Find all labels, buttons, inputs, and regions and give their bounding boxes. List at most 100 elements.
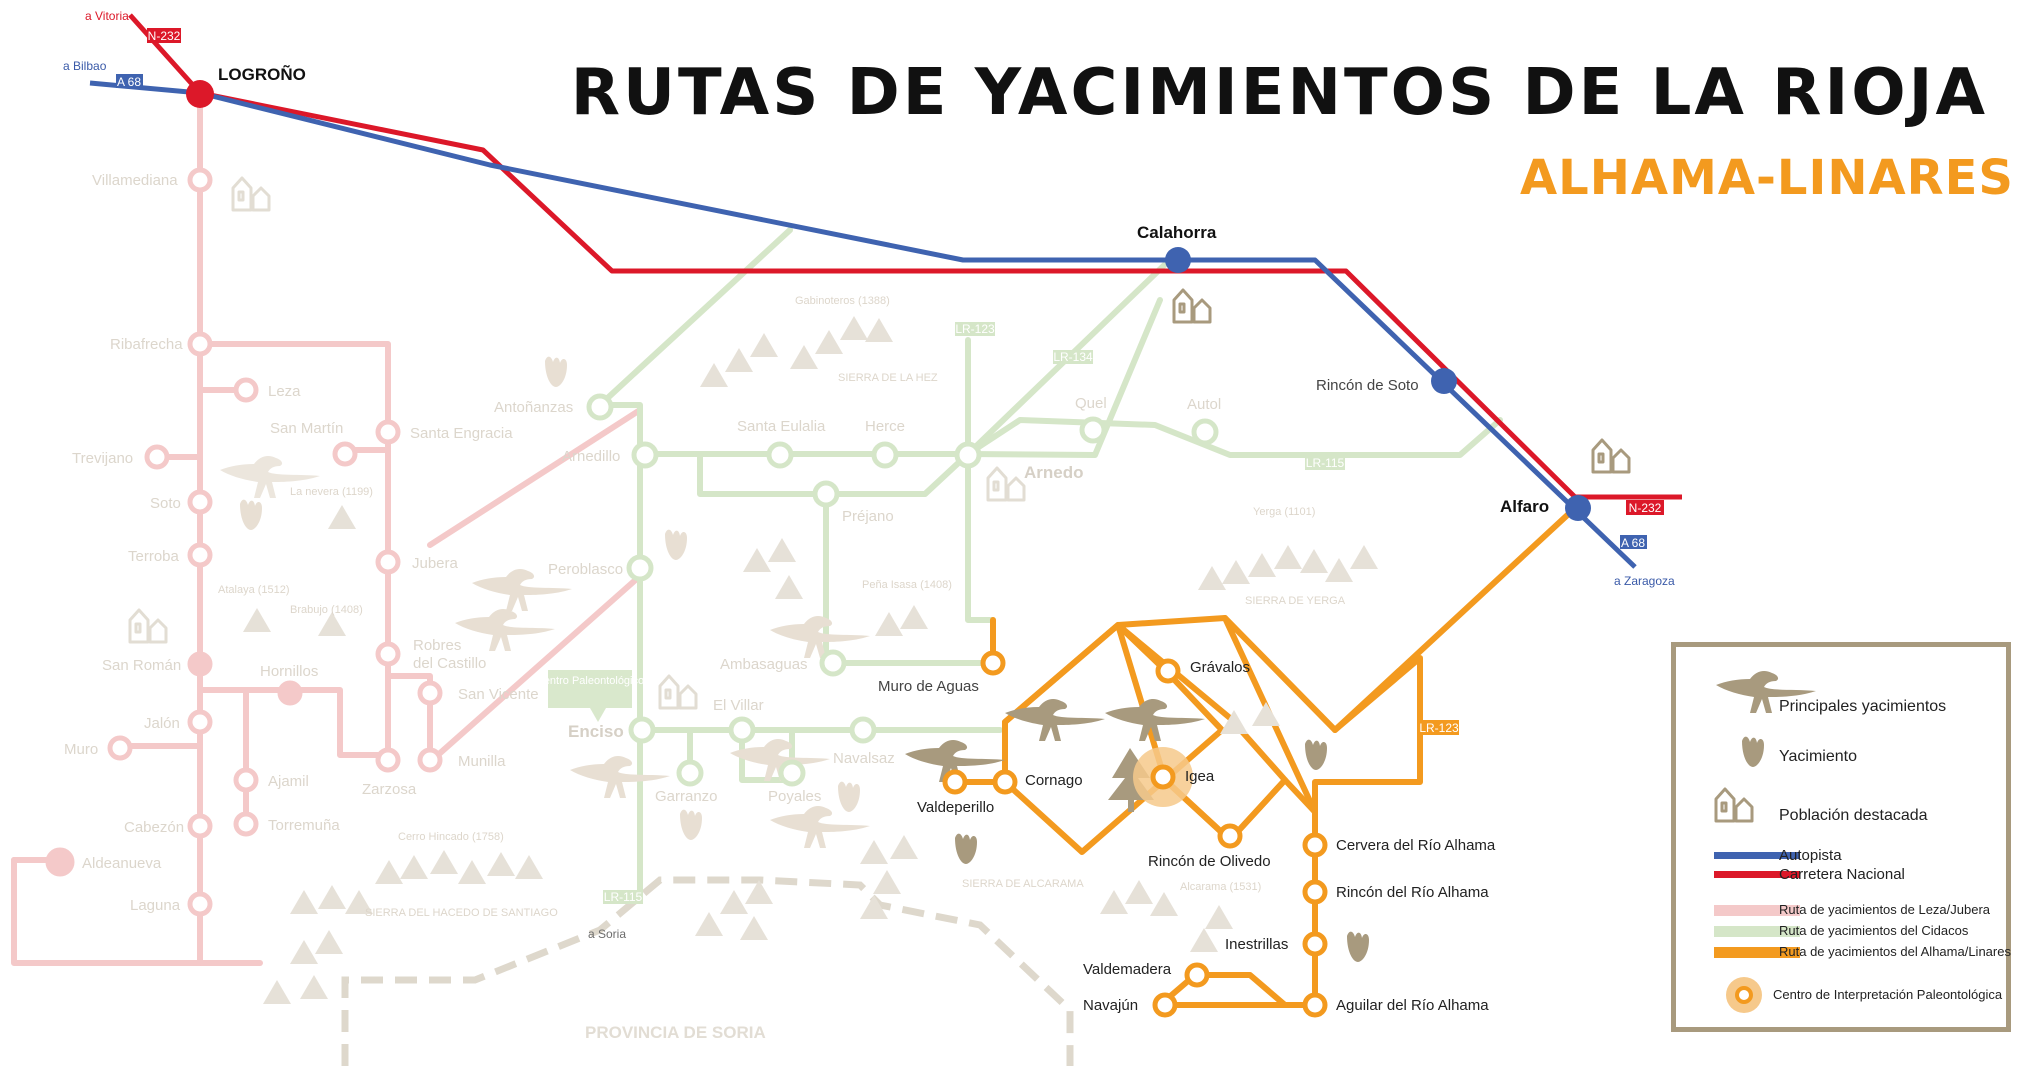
svg-text:Préjano: Préjano — [842, 508, 894, 525]
svg-text:Peña Isasa (1408): Peña Isasa (1408) — [862, 579, 952, 591]
stations-leza — [45, 167, 443, 917]
svg-text:del Castillo: del Castillo — [413, 655, 486, 672]
svg-text:LR-134: LR-134 — [1053, 350, 1093, 364]
svg-text:Leza: Leza — [268, 383, 301, 400]
svg-text:Jubera: Jubera — [412, 555, 459, 572]
svg-text:Laguna: Laguna — [130, 897, 181, 914]
road-autopista — [89, 80, 1637, 569]
svg-text:Peroblasco: Peroblasco — [548, 561, 623, 578]
svg-text:Navajún: Navajún — [1083, 997, 1138, 1014]
svg-text:Robres: Robres — [413, 637, 461, 654]
svg-text:Brabujo (1408): Brabujo (1408) — [290, 604, 363, 616]
labels-leza: Villamediana Ribafrecha Leza San Martín … — [64, 172, 539, 914]
svg-text:Torremuña: Torremuña — [268, 817, 340, 834]
road-shields: N-232 A 68 N-232 A 68 LR-123 LR-123 LR-1… — [116, 28, 1664, 904]
svg-text:Villamediana: Villamediana — [92, 172, 178, 189]
svg-text:Aguilar del Río Alhama: Aguilar del Río Alhama — [1336, 997, 1489, 1014]
svg-text:Cervera del Río Alhama: Cervera del Río Alhama — [1336, 837, 1496, 854]
svg-text:San Martín: San Martín — [270, 420, 343, 437]
svg-text:Grávalos: Grávalos — [1190, 659, 1250, 676]
svg-text:LOGROÑO: LOGROÑO — [218, 64, 306, 84]
svg-text:SIERRA DE ALCARAMA: SIERRA DE ALCARAMA — [962, 878, 1084, 890]
legend-cidacos-swatch — [1714, 926, 1800, 937]
svg-text:Muro de Aguas: Muro de Aguas — [878, 678, 979, 695]
legend-poblacion: Población destacada — [1779, 807, 1928, 824]
svg-text:Rincón del Río Alhama: Rincón del Río Alhama — [1336, 884, 1489, 901]
legend-autopista: Autopista — [1779, 847, 1842, 864]
svg-text:Herce: Herce — [865, 418, 905, 435]
svg-text:LR-123: LR-123 — [955, 322, 995, 336]
svg-text:Quel: Quel — [1075, 395, 1107, 412]
svg-text:a Zaragoza: a Zaragoza — [1614, 574, 1675, 588]
province-border — [341, 876, 1074, 1066]
svg-text:a Bilbao: a Bilbao — [63, 59, 107, 73]
centro-box-enciso: Centro Paleontológico — [536, 670, 644, 722]
svg-text:Ribafrecha: Ribafrecha — [110, 336, 183, 353]
labels-major: LOGROÑO Calahorra Alfaro Arnedo Enciso — [218, 64, 1549, 741]
svg-text:Valdeperillo: Valdeperillo — [917, 799, 994, 816]
labels-cidacos: Antoñanzas Arnedillo Santa Eulalia Herce… — [494, 395, 1221, 805]
svg-text:Cabezón: Cabezón — [124, 819, 184, 836]
svg-text:LR-115: LR-115 — [604, 890, 643, 904]
svg-text:A 68: A 68 — [1621, 536, 1645, 550]
svg-text:LR-123: LR-123 — [1419, 721, 1459, 735]
svg-text:LR-115: LR-115 — [1306, 456, 1345, 470]
legend-alhama-swatch — [1714, 947, 1800, 958]
legend-ruta-cidacos: Ruta de yacimientos del Cidacos — [1779, 923, 1969, 938]
svg-text:Ajamil: Ajamil — [268, 773, 309, 790]
svg-text:PROVINCIA DE SORIA: PROVINCIA DE SORIA — [585, 1023, 766, 1042]
svg-text:Navalsaz: Navalsaz — [833, 750, 895, 767]
stations-cidacos — [586, 393, 1219, 787]
svg-text:SIERRA DE YERGA: SIERRA DE YERGA — [1245, 595, 1346, 607]
svg-text:Zarzosa: Zarzosa — [362, 781, 417, 798]
legend-ruta-leza: Ruta de yacimientos de Leza/Jubera — [1779, 902, 1991, 917]
svg-text:La nevera (1199): La nevera (1199) — [290, 486, 373, 498]
stations-major — [186, 80, 1591, 521]
svg-text:N-232: N-232 — [148, 29, 181, 43]
svg-text:Cornago: Cornago — [1025, 772, 1083, 789]
legend: Principales yacimientos Yacimiento Pobla… — [1671, 642, 2011, 1032]
svg-text:Ambasaguas: Ambasaguas — [720, 656, 808, 673]
svg-text:Arnedo: Arnedo — [1024, 463, 1084, 482]
svg-text:Trevijano: Trevijano — [72, 450, 133, 467]
map-title: Rutas de Yacimientos de La Rioja — [570, 56, 1988, 130]
svg-text:Antoñanzas: Antoñanzas — [494, 399, 573, 416]
stations-alhama — [942, 650, 1328, 1018]
svg-text:Inestrillas: Inestrillas — [1225, 936, 1288, 953]
svg-text:Santa Eulalia: Santa Eulalia — [737, 418, 826, 435]
legend-nacional-swatch — [1714, 871, 1800, 878]
svg-text:a Vitoria: a Vitoria — [85, 9, 129, 23]
svg-text:Santa Engracia: Santa Engracia — [410, 425, 513, 442]
svg-text:San Vicente: San Vicente — [458, 686, 539, 703]
legend-yacimiento: Yacimiento — [1779, 748, 1857, 765]
svg-text:SIERRA DEL HACEDO DE SANTIAGO: SIERRA DEL HACEDO DE SANTIAGO — [365, 907, 558, 919]
legend-principales: Principales yacimientos — [1779, 698, 1947, 715]
svg-text:Arnedillo: Arnedillo — [562, 448, 620, 465]
svg-text:Rincón de Soto: Rincón de Soto — [1316, 377, 1419, 394]
legend-ruta-alhama: Ruta de yacimientos del Alhama/Linares — [1779, 944, 2011, 959]
svg-text:Alcarama (1531): Alcarama (1531) — [1180, 881, 1261, 893]
svg-text:Igea: Igea — [1185, 768, 1215, 785]
svg-text:Terroba: Terroba — [128, 548, 180, 565]
svg-text:Enciso: Enciso — [568, 722, 624, 741]
svg-text:Yerga (1101): Yerga (1101) — [1253, 506, 1315, 518]
route-alhama-linares — [952, 505, 1578, 1008]
labels-dark: Rincón de Soto — [1316, 377, 1419, 394]
labels-terrain: La nevera (1199) Atalaya (1512) Brabujo … — [218, 295, 1346, 1042]
svg-text:Calahorra: Calahorra — [1137, 223, 1217, 242]
svg-text:Jalón: Jalón — [144, 715, 180, 732]
svg-text:a Soria: a Soria — [588, 927, 626, 941]
svg-text:SIERRA DE LA HEZ: SIERRA DE LA HEZ — [838, 372, 938, 384]
labels-roads: a Vitoria a Bilbao a Zaragoza a Soria — [63, 9, 1675, 941]
svg-text:Hornillos: Hornillos — [260, 663, 318, 680]
svg-text:Rincón de Olivedo: Rincón de Olivedo — [1148, 853, 1271, 870]
legend-icons — [1714, 671, 1816, 1013]
svg-text:Alfaro: Alfaro — [1500, 497, 1549, 516]
legend-nacional: Carretera Nacional — [1779, 866, 1905, 883]
svg-text:N-232: N-232 — [1629, 501, 1662, 515]
svg-text:Munilla: Munilla — [458, 753, 506, 770]
svg-text:Poyales: Poyales — [768, 788, 821, 805]
legend-autopista-swatch — [1714, 852, 1800, 859]
svg-text:San Román: San Román — [102, 657, 181, 674]
